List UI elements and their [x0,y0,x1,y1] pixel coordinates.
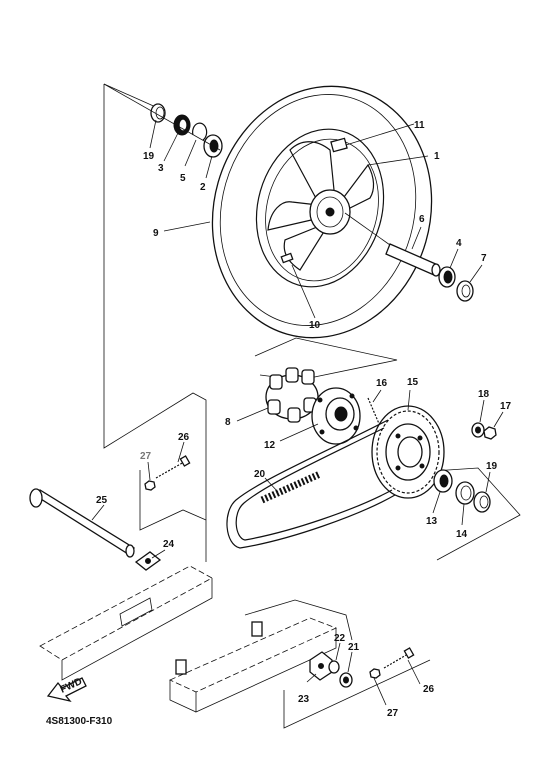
label-part-2: 2 [200,182,206,193]
label-part-9: 9 [153,228,159,239]
label-part-8: 8 [225,417,231,428]
label-part-25: 25 [96,495,108,506]
label-part-23: 23 [298,694,310,705]
label-part-13: 13 [426,516,438,527]
stud-bolt [367,397,381,427]
label-part-10: 10 [309,320,321,331]
label-part-11: 11 [414,120,425,131]
label-part-4: 4 [456,238,462,249]
label-part-22: 22 [334,633,346,644]
label-part-19-right: 19 [486,461,498,472]
damper-rubbers [265,367,319,423]
diagram-code: 4S81300-F310 [46,716,113,727]
label-part-3: 3 [158,163,164,174]
swingarm-left [39,565,213,681]
part-labels: 19 3 5 2 9 11 1 6 4 7 10 8 12 16 15 18 1… [96,120,512,719]
label-part-27-lower: 27 [387,708,399,719]
label-part-21: 21 [348,642,360,653]
leader-lines [91,119,504,706]
drive-chain [226,419,396,549]
label-part-5: 5 [180,173,186,184]
label-part-12: 12 [264,440,276,451]
label-part-26-upper: 26 [178,432,190,443]
left-bearings [103,83,223,158]
label-part-20: 20 [254,469,266,480]
chain-puller [134,551,162,571]
axle-spacer-group [344,212,474,302]
label-part-27-upper: 27 [140,451,152,462]
label-part-19: 19 [143,151,155,162]
label-part-17: 17 [500,401,512,412]
label-part-18: 18 [478,389,490,400]
label-part-14: 14 [456,529,468,540]
rear-wheel [211,85,433,339]
label-part-24: 24 [163,539,175,550]
label-part-7: 7 [481,253,487,264]
label-part-6: 6 [419,214,425,225]
swingarm-right [169,617,338,713]
lower-adjuster-parts [309,647,415,688]
right-side-parts [433,422,497,513]
label-part-26-lower: 26 [423,684,435,695]
label-part-1: 1 [434,151,440,162]
label-part-16: 16 [376,378,388,389]
adjuster-bolt-upper [144,455,191,491]
rear-sprocket [371,405,445,499]
label-part-15: 15 [407,377,419,388]
rear-axle [29,488,136,558]
fwd-arrow-icon: FWD [46,676,87,703]
sprocket-hub [311,387,361,445]
